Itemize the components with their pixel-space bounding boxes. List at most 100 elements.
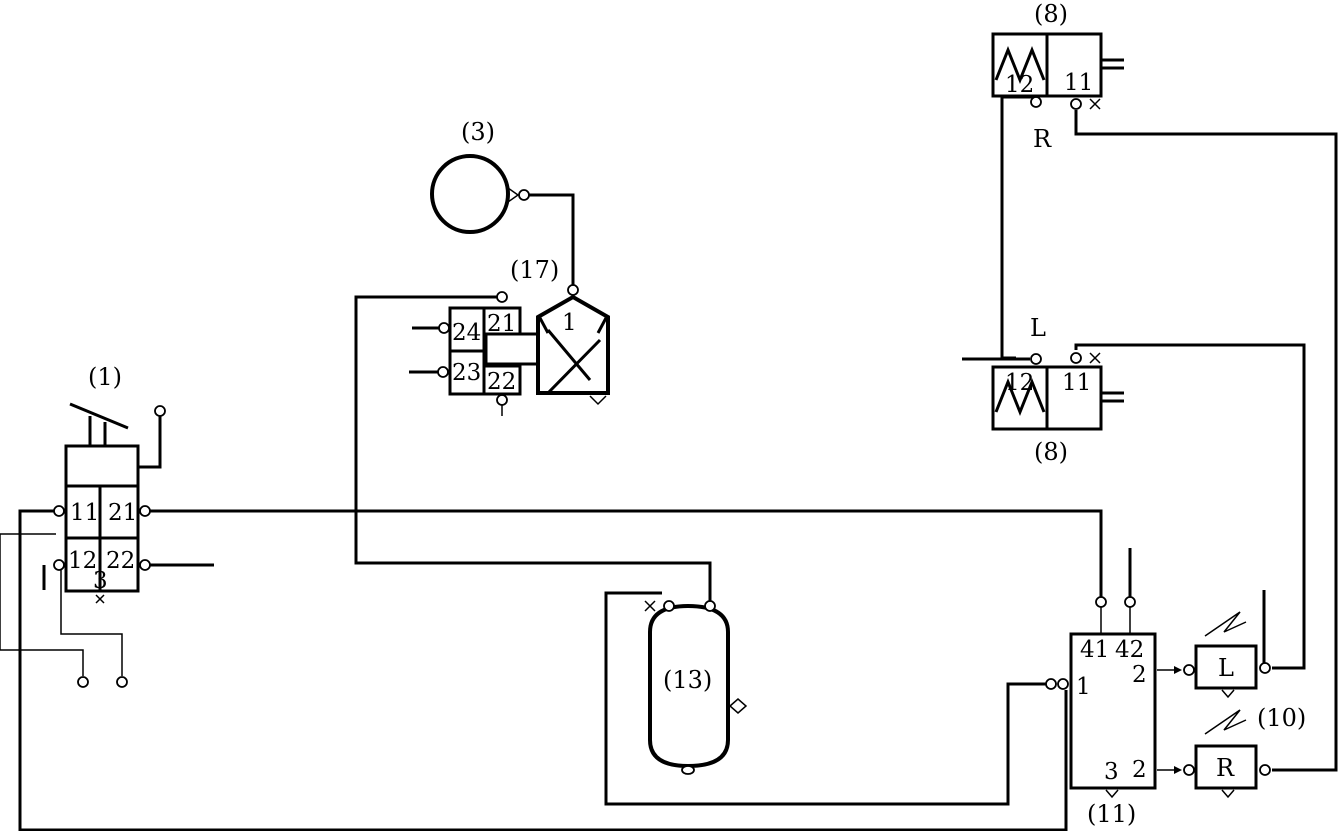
brake-valve-exhaust [589,395,607,406]
relay-valve-port-1-dot-b [1057,678,1069,690]
r-indicator-box [1194,744,1258,790]
chamber-top-side-r: R [1033,125,1052,153]
brake-valve-outlet-port [496,291,508,303]
hand-valve-port-21: 21 [108,500,137,526]
brake-valve-ref: (17) [510,256,559,284]
brake-valve-pedal-body [536,294,610,395]
pipe-reservoir-to-brake-valve [529,193,575,286]
chamber-bottom-port-11-dot [1070,352,1082,364]
pipe-valve21-to-relay41 [150,509,1103,597]
hand-valve-port-11: 11 [70,500,99,526]
brake-valve-inlet-port [567,284,579,296]
relay-valve-port-2-upper: 2 [1132,662,1147,688]
relay-valve-port-1-dot-a [1045,678,1057,690]
reservoir-circle [430,154,510,234]
air-tank-port-right [704,600,716,612]
pipe-chamber-r-11-to-r-lamp [1074,110,1338,772]
hand-valve-test-port-b [116,676,128,688]
chamber-top-port-12: 12 [1005,72,1034,98]
indicator-ref: (10) [1257,704,1306,732]
relay-valve-port-42: 42 [1115,637,1144,663]
hand-valve-port-12-dot [53,559,65,571]
relay-valve-port-41: 41 [1080,637,1109,663]
chamber-bottom-side-l: L [1030,314,1046,342]
brake-valve-port-1: 1 [562,310,577,336]
brake-valve-port-21: 21 [487,311,516,337]
l-indicator-exhaust [1221,689,1235,699]
relay-valve-port-42-dot [1124,596,1136,608]
piping [0,95,1338,831]
brake-valve-port-22-dot [496,394,508,406]
brake-chamber-8-top: (8) 12 11 R [991,0,1124,153]
chamber-bottom-ref: (8) [1034,438,1068,466]
brake-valve-connector [484,332,540,366]
brake-chamber-8-bottom: L 12 11 (8) [991,314,1124,466]
brake-valve-17: (17) 24 21 23 22 1 [409,256,610,416]
relay-valve-port-3: 3 [1104,759,1119,785]
brake-valve-port-24: 24 [452,320,481,346]
chamber-top-cyl-box [1045,32,1103,98]
pipe-chamber-l-11-to-l-lamp [1074,343,1306,670]
l-indicator-lightning [1204,611,1247,637]
hand-valve-lever [69,402,129,430]
indicators-10: (10) L R [1183,611,1306,799]
chamber-bottom-port-12: 12 [1005,370,1034,396]
hand-valve-top-port [154,405,166,417]
air-tank-port-left [663,600,675,612]
l-indicator-in-dot [1183,664,1195,676]
brake-valve-pedal-corners [538,317,608,334]
relay-valve-port-2-lower: 2 [1132,757,1147,783]
chamber-bottom-cyl-box [1045,365,1103,431]
l-indicator-letter: L [1218,654,1234,682]
chamber-top-plug-mark [1089,98,1101,110]
r-indicator-in-dot [1183,764,1195,776]
relay-valve-ref: (11) [1087,800,1136,828]
brake-valve-port-23: 23 [452,360,481,386]
relay-to-l-lamp-arrowhead [1174,666,1182,674]
pipe-valve11-to-relay1 [18,509,1068,831]
chamber-top-spring [994,45,1046,85]
pipe-tank-to-relay1 [604,591,1046,806]
l-indicator-out-dot [1259,662,1271,674]
brake-valve-pedal-diagonals [546,329,602,395]
relay-valve-exhaust [1105,789,1119,799]
relay-valve-body [1069,632,1157,790]
hand-valve-test-port-a [77,676,89,688]
brake-valve-port-24-dot [438,322,450,334]
air-tank-ref: (13) [663,666,712,694]
chamber-top-port-11: 11 [1064,70,1093,96]
reservoir-3: (3) [430,118,530,234]
hand-valve-port-21-dot [139,505,151,517]
hand-valve-port-22: 22 [106,548,135,574]
hand-valve-exhaust-mark [95,594,105,604]
air-tank-drain-valve [728,698,748,714]
relay-to-r-lamp-arrowhead [1174,766,1182,774]
hand-valve-port-12: 12 [68,548,97,574]
air-tank-13: (13) [644,600,748,775]
relay-valve-port-41-dot [1095,596,1107,608]
brake-valve-port-23-dot [437,366,449,378]
air-tank-bottom-drain [681,765,695,775]
chamber-bottom-port-11: 11 [1062,370,1091,396]
chamber-top-ref: (8) [1034,0,1068,28]
line-valve-thin-a [0,533,84,676]
hand-valve-ref: (1) [88,363,122,391]
reservoir-outlet-triangle [507,186,520,204]
chamber-top-port-11-dot [1070,98,1082,110]
r-indicator-exhaust [1221,789,1235,799]
hand-valve-port-3: 3 [93,568,108,594]
r-indicator-lightning [1204,709,1247,735]
chamber-bottom-plug-mark [1089,352,1101,364]
chamber-bottom-spring [994,377,1046,417]
l-indicator-box [1194,644,1258,690]
hand-valve-port-11-dot [53,505,65,517]
pipe-brake-valve-to-tank [354,295,712,603]
chamber-bottom-port-12-dot [1030,353,1042,365]
hand-valve-side-link [138,416,162,469]
relay-valve-port-1: 1 [1076,674,1091,700]
air-tank-plug-mark [644,600,656,612]
brake-valve-port-22: 22 [487,369,516,395]
hand-valve-body [64,444,140,593]
hand-valve-1: (1) 11 21 12 22 3 [53,363,166,688]
